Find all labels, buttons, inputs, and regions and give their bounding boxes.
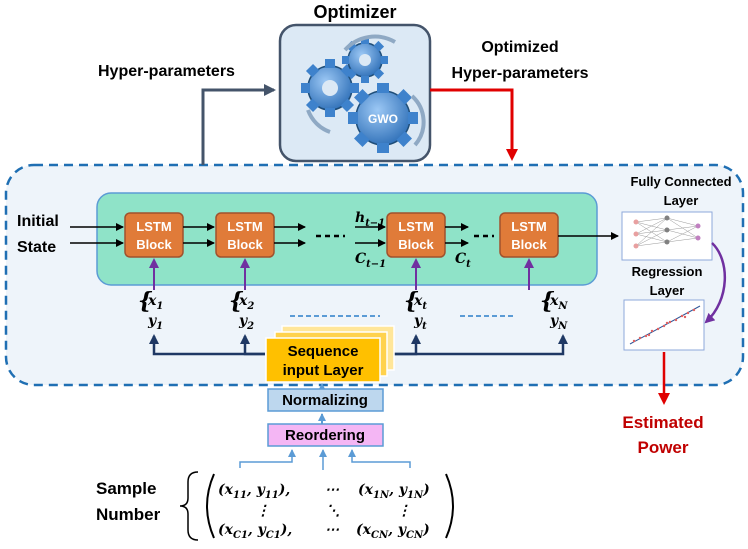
estimated-line2: Power — [637, 438, 688, 457]
hidden-state-label: ht−1 — [355, 210, 385, 229]
optimized-arrow — [430, 88, 518, 161]
gear-icon — [301, 34, 426, 153]
svg-text:Normalizing: Normalizing — [282, 392, 368, 409]
optimizer-title: Optimizer — [313, 2, 396, 22]
initial-state-line2: State — [17, 239, 56, 256]
hyperparameters-label: Hyper-parameters — [98, 63, 235, 80]
matrix-to-reordering-arrows — [239, 449, 411, 470]
gwo-label: GWO — [368, 112, 398, 126]
svg-text:Block: Block — [136, 237, 172, 252]
cell-state-label: Ct — [455, 251, 471, 270]
svg-text:LSTM: LSTM — [136, 219, 171, 234]
svg-text:xt: xt — [413, 293, 427, 312]
svg-text:⋯: ⋯ — [325, 482, 340, 498]
optimized-label-line2: Hyper-parameters — [452, 65, 589, 82]
svg-text:⋯: ⋯ — [325, 522, 340, 538]
input-vector: { xt yt — [404, 288, 427, 332]
initial-state-line1: Initial — [17, 213, 59, 230]
fully-connected-line1: Fully Connected — [630, 174, 731, 189]
svg-text:y2: y2 — [238, 313, 254, 332]
svg-text:input Layer: input Layer — [283, 362, 364, 379]
svg-text:(xCN, yCN): (xCN, yCN) — [356, 522, 430, 541]
lstm-block: LSTM Block — [124, 212, 184, 258]
svg-text:Block: Block — [398, 237, 434, 252]
svg-text:{: { — [404, 288, 419, 314]
svg-text:⋮: ⋮ — [256, 503, 270, 519]
svg-text:LSTM: LSTM — [511, 219, 546, 234]
hyperparameters-arrow — [201, 84, 276, 165]
svg-text:Reordering: Reordering — [285, 427, 365, 444]
sample-number-line2: Number — [96, 505, 161, 524]
svg-text:(xC1, yC1),: (xC1, yC1), — [218, 522, 292, 541]
svg-text:{: { — [229, 288, 244, 314]
lstm-block: LSTM Block — [386, 212, 446, 258]
cell-state-prev-label: Ct−1 — [355, 251, 386, 270]
svg-text:xN: xN — [549, 293, 568, 312]
svg-text:⋮: ⋮ — [397, 503, 411, 519]
svg-text:yN: yN — [549, 313, 568, 332]
lstm-block: LSTM Block — [215, 212, 275, 258]
input-vector: { x2 y2 — [229, 288, 254, 332]
recurrent-connections — [183, 223, 619, 247]
regression-line2: Layer — [650, 283, 685, 298]
normalizing-box: Normalizing — [267, 388, 384, 412]
svg-text:{: { — [138, 288, 153, 314]
neural-network-icon — [621, 211, 713, 261]
svg-text:⋱: ⋱ — [326, 503, 340, 519]
svg-text:yt: yt — [413, 313, 427, 332]
svg-text:(x1N, y1N): (x1N, y1N) — [358, 482, 430, 501]
svg-text:{: { — [540, 288, 555, 314]
input-arrows — [149, 258, 534, 290]
lstm-block: LSTM Block — [499, 212, 559, 258]
regression-arrow — [704, 242, 726, 324]
svg-text:Block: Block — [511, 237, 547, 252]
svg-text:LSTM: LSTM — [227, 219, 262, 234]
input-vector: { xN yN — [540, 288, 568, 332]
sample-number-line1: Sample — [96, 479, 156, 498]
svg-text:Sequence: Sequence — [288, 343, 359, 360]
fully-connected-line2: Layer — [664, 193, 699, 208]
svg-text:x1: x1 — [147, 293, 163, 312]
svg-text:Block: Block — [227, 237, 263, 252]
scatter-plot-icon — [623, 299, 705, 351]
svg-text:LSTM: LSTM — [398, 219, 433, 234]
regression-line1: Regression — [632, 264, 703, 279]
sequence-feed-lines — [149, 334, 568, 356]
svg-text:(x11, y11),: (x11, y11), — [218, 482, 290, 501]
svg-text:x2: x2 — [238, 293, 254, 312]
estimated-line1: Estimated — [622, 413, 703, 432]
sample-brace — [179, 471, 199, 541]
sequence-input-layer: Sequence input Layer — [265, 325, 395, 383]
sample-matrix: (x11, y11), ⋯ (x1N, y1N) ⋮ ⋱ ⋮ (xC1, yC1… — [206, 473, 454, 541]
reordering-box: Reordering — [267, 423, 384, 447]
input-vector: { x1 y1 — [138, 288, 163, 332]
svg-text:y1: y1 — [147, 313, 163, 332]
optimized-label-line1: Optimized — [481, 39, 558, 56]
